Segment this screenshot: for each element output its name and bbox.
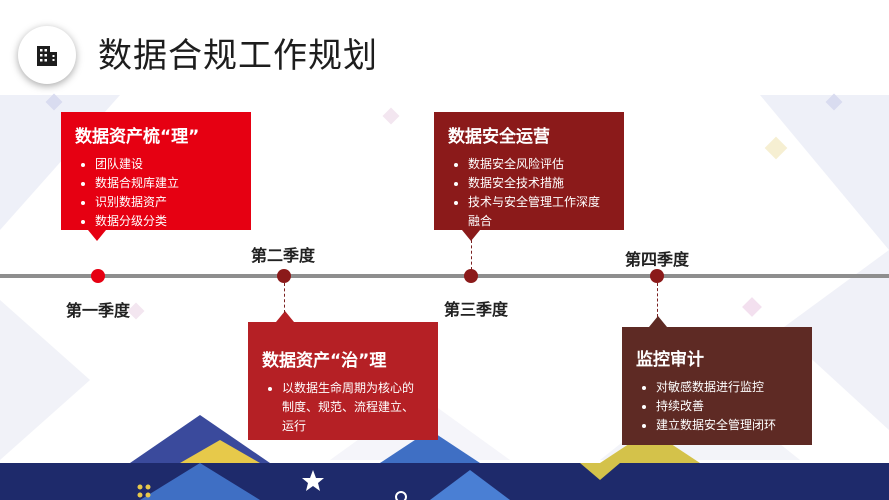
list-item: 数据分级分类 xyxy=(95,212,237,231)
list-item: 团队建设 xyxy=(95,155,237,174)
timeline-dot-q1 xyxy=(91,269,105,283)
quarter-label-q1: 第一季度 xyxy=(66,301,131,320)
list-item: 技术与安全管理工作深度融合 xyxy=(468,193,610,231)
quarter-label-q2: 第二季度 xyxy=(251,246,316,265)
list-item: 持续改善 xyxy=(656,397,798,416)
card-q4: 监控审计 对敏感数据进行监控 持续改善 建立数据安全管理闭环 xyxy=(622,316,812,445)
card-q2-list: 以数据生命周期为核心的制度、规范、流程建立、运行 xyxy=(262,379,424,436)
card-q1-pointer xyxy=(88,230,106,241)
card-q2-title: 数据资产“治”理 xyxy=(262,351,387,371)
page-title: 数据合规工作规划 xyxy=(98,36,378,76)
timeline-dot-q2 xyxy=(277,269,291,283)
timeline-dot-q3 xyxy=(464,269,478,283)
card-q4-list: 对敏感数据进行监控 持续改善 建立数据安全管理闭环 xyxy=(636,378,798,435)
list-item: 数据安全风险评估 xyxy=(468,155,610,174)
list-item: 以数据生命周期为核心的制度、规范、流程建立、运行 xyxy=(282,379,424,436)
title-icon-badge xyxy=(18,26,76,84)
list-item: 对敏感数据进行监控 xyxy=(656,378,798,397)
card-q3-title: 数据安全运营 xyxy=(448,127,550,147)
timeline-dot-q4 xyxy=(650,269,664,283)
list-item: 数据合规库建立 xyxy=(95,174,237,193)
building-icon xyxy=(37,46,57,66)
list-item: 识别数据资产 xyxy=(95,193,237,212)
connector-q3 xyxy=(471,240,472,270)
timeline-line xyxy=(0,274,889,278)
connector-q4 xyxy=(657,283,658,317)
card-q3-list: 数据安全风险评估 数据安全技术措施 技术与安全管理工作深度融合 xyxy=(448,155,610,231)
card-q3: 数据安全运营 数据安全风险评估 数据安全技术措施 技术与安全管理工作深度融合 xyxy=(434,112,624,241)
card-q4-pointer xyxy=(649,316,667,327)
card-q4-title: 监控审计 xyxy=(636,350,704,370)
quarter-label-q3: 第三季度 xyxy=(444,300,509,319)
card-q2: 数据资产“治”理 以数据生命周期为核心的制度、规范、流程建立、运行 xyxy=(248,311,438,440)
list-item: 数据安全技术措施 xyxy=(468,174,610,193)
card-q1: 数据资产梳“理” 团队建设 数据合规库建立 识别数据资产 数据分级分类 xyxy=(61,112,251,241)
quarter-label-q4: 第四季度 xyxy=(625,250,690,269)
card-q2-pointer xyxy=(276,311,294,322)
bottom-band xyxy=(0,463,889,500)
card-q1-title: 数据资产梳“理” xyxy=(75,127,200,147)
connector-q2 xyxy=(284,283,285,313)
card-q3-pointer xyxy=(462,230,480,241)
list-item: 建立数据安全管理闭环 xyxy=(656,416,798,435)
card-q1-list: 团队建设 数据合规库建立 识别数据资产 数据分级分类 xyxy=(75,155,237,231)
